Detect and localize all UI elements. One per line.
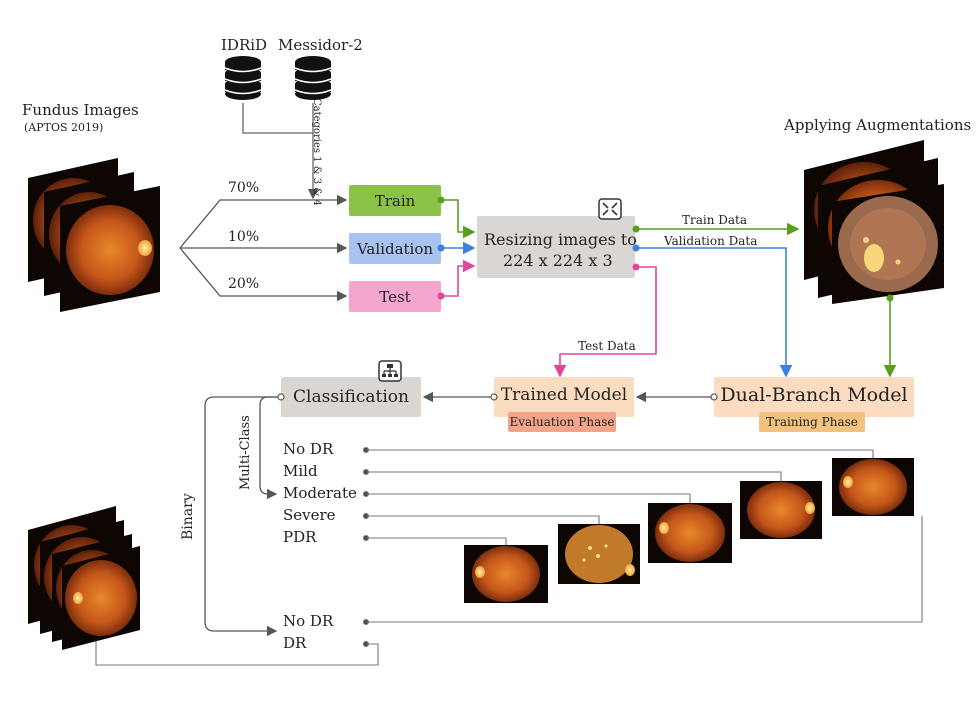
binary-class-dr: DR xyxy=(283,634,307,652)
validation-to-resize-arrow xyxy=(437,241,476,255)
class-connectors xyxy=(95,446,923,666)
dual-to-trained-arrow xyxy=(635,391,718,403)
evaluation-phase-label: Evaluation Phase xyxy=(509,415,615,429)
evaluation-phase-tag xyxy=(508,412,616,432)
class-pdr: PDR xyxy=(283,528,317,546)
binary-image-stack xyxy=(28,506,140,650)
categories-note: Categories 1 & 3 & 4 xyxy=(311,98,322,206)
split-pct-train: 70% xyxy=(228,180,260,196)
train-box xyxy=(349,185,441,216)
validation-data-arrow xyxy=(632,244,793,378)
class-no-dr: No DR xyxy=(283,440,334,458)
multi-class-label: Multi-Class xyxy=(238,415,253,490)
trained-to-classification-arrow xyxy=(422,391,498,403)
database-icon-idrid xyxy=(224,56,262,100)
class-severe: Severe xyxy=(283,506,336,524)
database-icon-messidor xyxy=(294,56,332,100)
test-data-label: Test Data xyxy=(578,339,636,353)
test-data-arrow xyxy=(553,263,657,378)
resize-box xyxy=(477,216,635,278)
split-arrows xyxy=(179,194,348,302)
fundus-images-subtitle: (APTOS 2019) xyxy=(24,121,104,134)
test-box xyxy=(349,281,441,312)
train-data-arrow xyxy=(632,222,800,236)
dual-branch-title: Dual-Branch Model xyxy=(720,384,908,406)
validation-data-label: Validation Data xyxy=(664,234,758,248)
split-pct-validation: 10% xyxy=(228,229,260,245)
training-phase-label: Training Phase xyxy=(766,415,858,429)
class-mild: Mild xyxy=(283,462,318,480)
binary-class-no-dr: No DR xyxy=(283,612,334,630)
train-to-resize-arrow xyxy=(437,196,476,239)
train-label: Train xyxy=(374,191,416,210)
classification-title: Classification xyxy=(293,387,409,407)
resize-line1: Resizing images to xyxy=(484,230,637,249)
resize-icon xyxy=(598,198,622,220)
augmented-image-stack xyxy=(804,140,944,304)
validation-label: Validation xyxy=(356,239,434,258)
trained-model-box xyxy=(494,377,634,417)
split-pct-test: 20% xyxy=(228,276,260,292)
trained-model-title: Trained Model xyxy=(500,385,628,405)
db-label-messidor: Messidor-2 xyxy=(278,36,363,54)
training-phase-tag xyxy=(759,412,865,432)
class-example-images xyxy=(464,458,914,603)
fundus-image-stack xyxy=(28,158,160,312)
hierarchy-icon xyxy=(378,360,402,382)
classification-branches xyxy=(204,393,285,637)
resize-line2: 224 x 224 x 3 xyxy=(503,251,613,270)
augmentations-title: Applying Augmentations xyxy=(784,116,972,134)
test-label: Test xyxy=(379,287,411,306)
validation-box xyxy=(349,233,441,264)
test-to-resize-arrow xyxy=(437,259,476,300)
dual-branch-box xyxy=(714,377,914,417)
classification-box xyxy=(281,377,421,417)
db-connector xyxy=(242,103,313,198)
class-moderate: Moderate xyxy=(283,484,357,502)
augment-to-dual-arrow xyxy=(883,294,897,378)
db-label-idrid: IDRiD xyxy=(221,36,268,54)
binary-label: Binary xyxy=(180,493,196,540)
train-data-label: Train Data xyxy=(682,213,748,227)
fundus-images-title: Fundus Images xyxy=(22,101,139,119)
